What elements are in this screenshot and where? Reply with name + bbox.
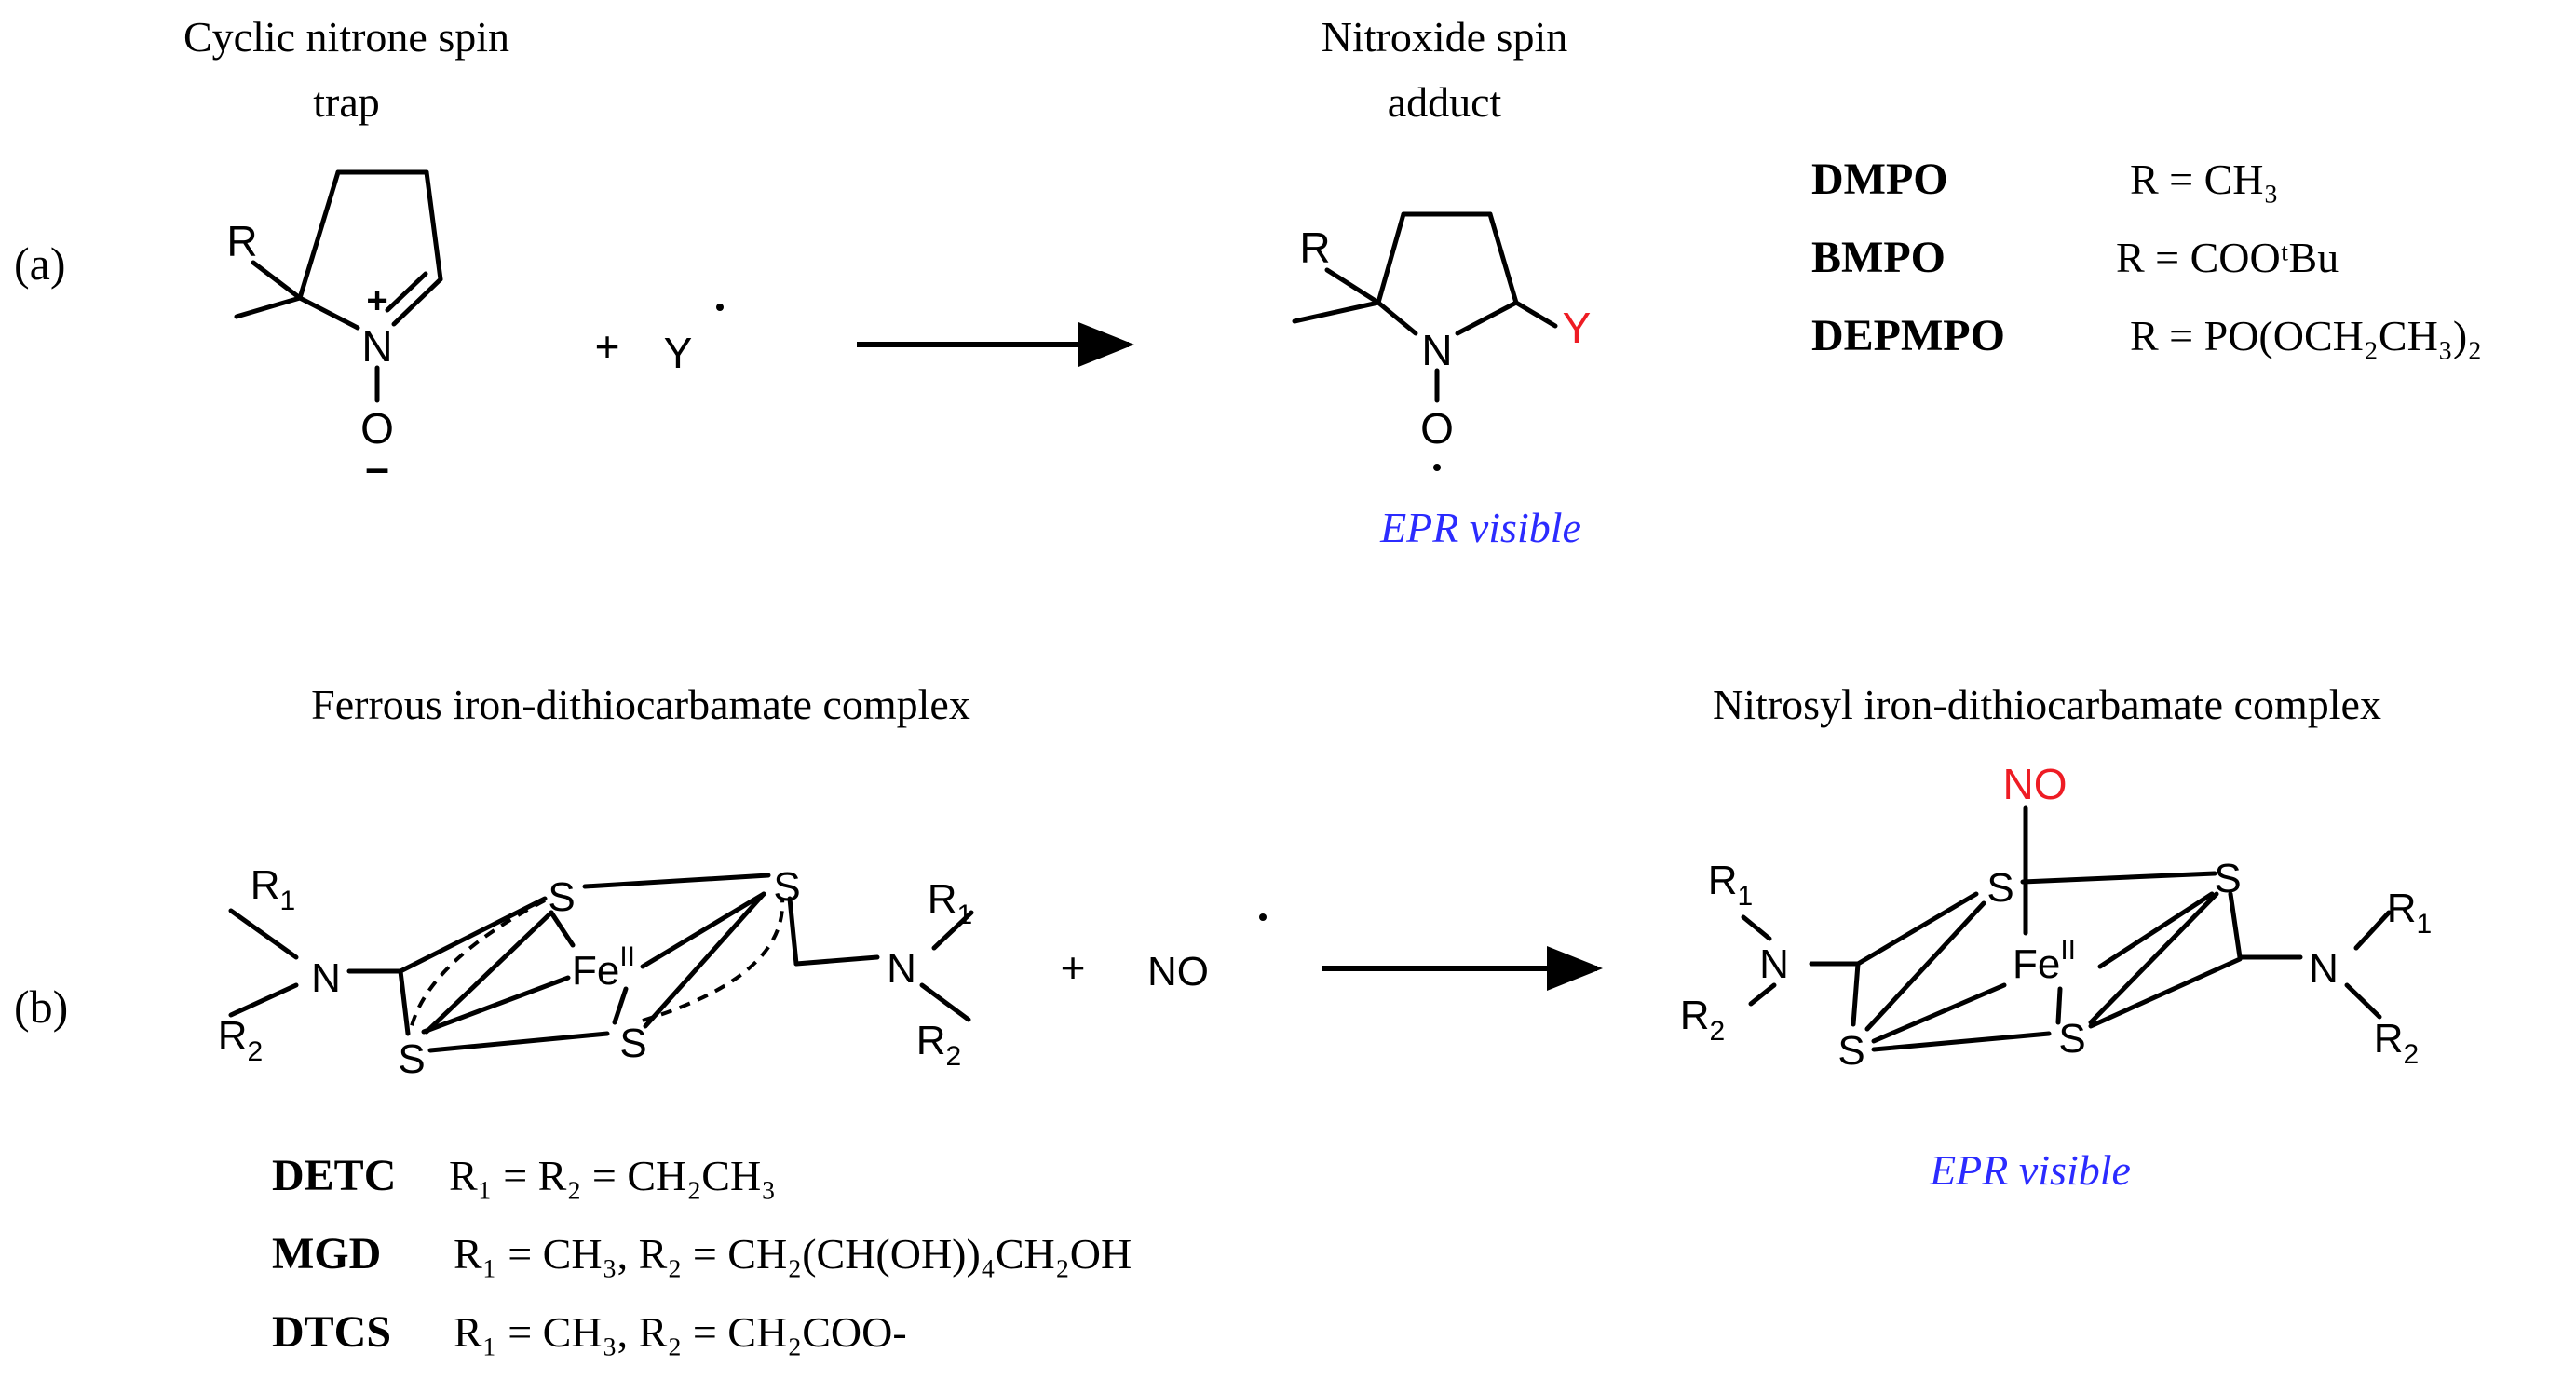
- nitrone-plus-charge: +: [366, 280, 387, 321]
- nitrone-n-label: N: [361, 322, 392, 371]
- legend-b-formula-dtcs: R₁ = CH₃, R₂ = CH₂COO-: [454, 1308, 907, 1356]
- legend-a-formula-bmpo: R = COOᵗBu: [2116, 234, 2339, 281]
- nitrone-structure: R N + O –: [226, 169, 443, 492]
- fe-ii-complex-n-right: N: [887, 946, 916, 992]
- legend-b-formula-detc: R₁ = R₂ = CH₂CH₃: [449, 1152, 776, 1199]
- nitrosyl-r1-left: R1: [1708, 858, 1753, 912]
- fe-ii-complex-fe: FeII: [572, 941, 635, 994]
- epr-visible-b: EPR visible: [1929, 1146, 2131, 1194]
- legend-b: DETC R₁ = R₂ = CH₂CH₃ MGD R₁ = CH₃, R₂ =…: [272, 1151, 1132, 1357]
- fe-ii-complex-s-bottom-left: S: [398, 1036, 425, 1082]
- nitrosyl-n-left: N: [1759, 941, 1789, 987]
- legend-b-name-mgd: MGD: [272, 1229, 381, 1279]
- legend-a-formula-depmpo: R = PO(OCH₂CH₃)₂: [2130, 312, 2482, 359]
- nitrosyl-s-bottom-left: S: [1837, 1028, 1864, 1074]
- fe-ii-complex-r1-right: R1: [928, 876, 972, 930]
- legend-a-formula-dmpo: R = CH₃: [2130, 156, 2279, 203]
- nitrosyl-title: Nitrosyl iron-dithiocarbamate complex: [1713, 681, 2381, 728]
- legend-b-formula-mgd: R₁ = CH₃, R₂ = CH₂(CH(OH))₄CH₂OH: [454, 1230, 1132, 1278]
- adduct-radical-dot: [1433, 464, 1441, 471]
- nitrosyl-complex-structure: NO R1 N R2 S S S S FeII N R1 R2: [1680, 760, 2432, 1074]
- nitrosyl-fe: FeII: [2013, 935, 2076, 987]
- nitrosyl-s-top-left: S: [1986, 865, 2013, 911]
- nitrosyl-n-right: N: [2309, 946, 2339, 992]
- adduct-n-label: N: [1421, 326, 1452, 374]
- ferrous-title: Ferrous iron-dithiocarbamate complex: [311, 681, 970, 728]
- legend-b-name-dtcs: DTCS: [272, 1307, 391, 1357]
- legend-a: DMPO R = CH₃ BMPO R = COOᵗBu DEPMPO R = …: [1811, 155, 2482, 360]
- nitrone-o-label: O: [360, 404, 394, 453]
- adduct-o-label: O: [1420, 404, 1454, 453]
- adduct-r-label: R: [1299, 223, 1330, 272]
- no-radical-dot: [1259, 913, 1267, 921]
- legend-a-name-dmpo: DMPO: [1811, 155, 1948, 204]
- adduct-title-line2: adduct: [1388, 78, 1502, 126]
- ferrous-complex-structure: R1 N R2 S S S S FeII N R1 R2: [218, 862, 974, 1082]
- legend-a-name-bmpo: BMPO: [1811, 233, 1946, 282]
- nitrosyl-no-label: NO: [2003, 760, 2068, 808]
- nitrosyl-r2-left: R2: [1680, 993, 1725, 1047]
- y-radical-dot: [716, 304, 724, 311]
- nitrosyl-r1-right: R1: [2387, 886, 2432, 940]
- fe-ii-complex-r2-left: R2: [218, 1013, 263, 1067]
- nitrone-r-label: R: [226, 217, 257, 265]
- fe-ii-complex-s-top-right: S: [773, 864, 800, 910]
- adduct-title-line1: Nitroxide spin: [1322, 13, 1567, 61]
- nitrosyl-s-bottom-right: S: [2058, 1016, 2085, 1062]
- panel-a-label: (a): [14, 237, 66, 290]
- plus-sign-b: +: [1061, 943, 1086, 992]
- legend-b-name-detc: DETC: [272, 1151, 396, 1200]
- fe-ii-complex-n-left: N: [311, 955, 341, 1001]
- fe-ii-complex-r2-right: R2: [916, 1018, 961, 1072]
- fe-ii-complex-s-bottom-right: S: [619, 1021, 646, 1066]
- trap-title-line1: Cyclic nitrone spin: [183, 13, 509, 61]
- trap-title-line2: trap: [313, 78, 380, 126]
- panel-b-label: (b): [14, 981, 68, 1033]
- fe-ii-complex-s-top-left: S: [548, 874, 575, 920]
- nitrosyl-s-top-right: S: [2214, 856, 2241, 901]
- fe-ii-complex-r1-left: R1: [251, 862, 295, 916]
- no-radical: NO: [1147, 949, 1209, 994]
- plus-sign-a: +: [595, 322, 620, 371]
- epr-visible-a: EPR visible: [1379, 504, 1581, 551]
- y-radical: Y: [664, 329, 693, 377]
- nitrone-minus-charge: –: [365, 443, 389, 492]
- adduct-y-label: Y: [1563, 304, 1592, 352]
- nitrosyl-r2-right: R2: [2374, 1016, 2419, 1070]
- nitroxide-structure: R N O Y: [1292, 211, 1592, 471]
- legend-a-name-depmpo: DEPMPO: [1811, 311, 2005, 360]
